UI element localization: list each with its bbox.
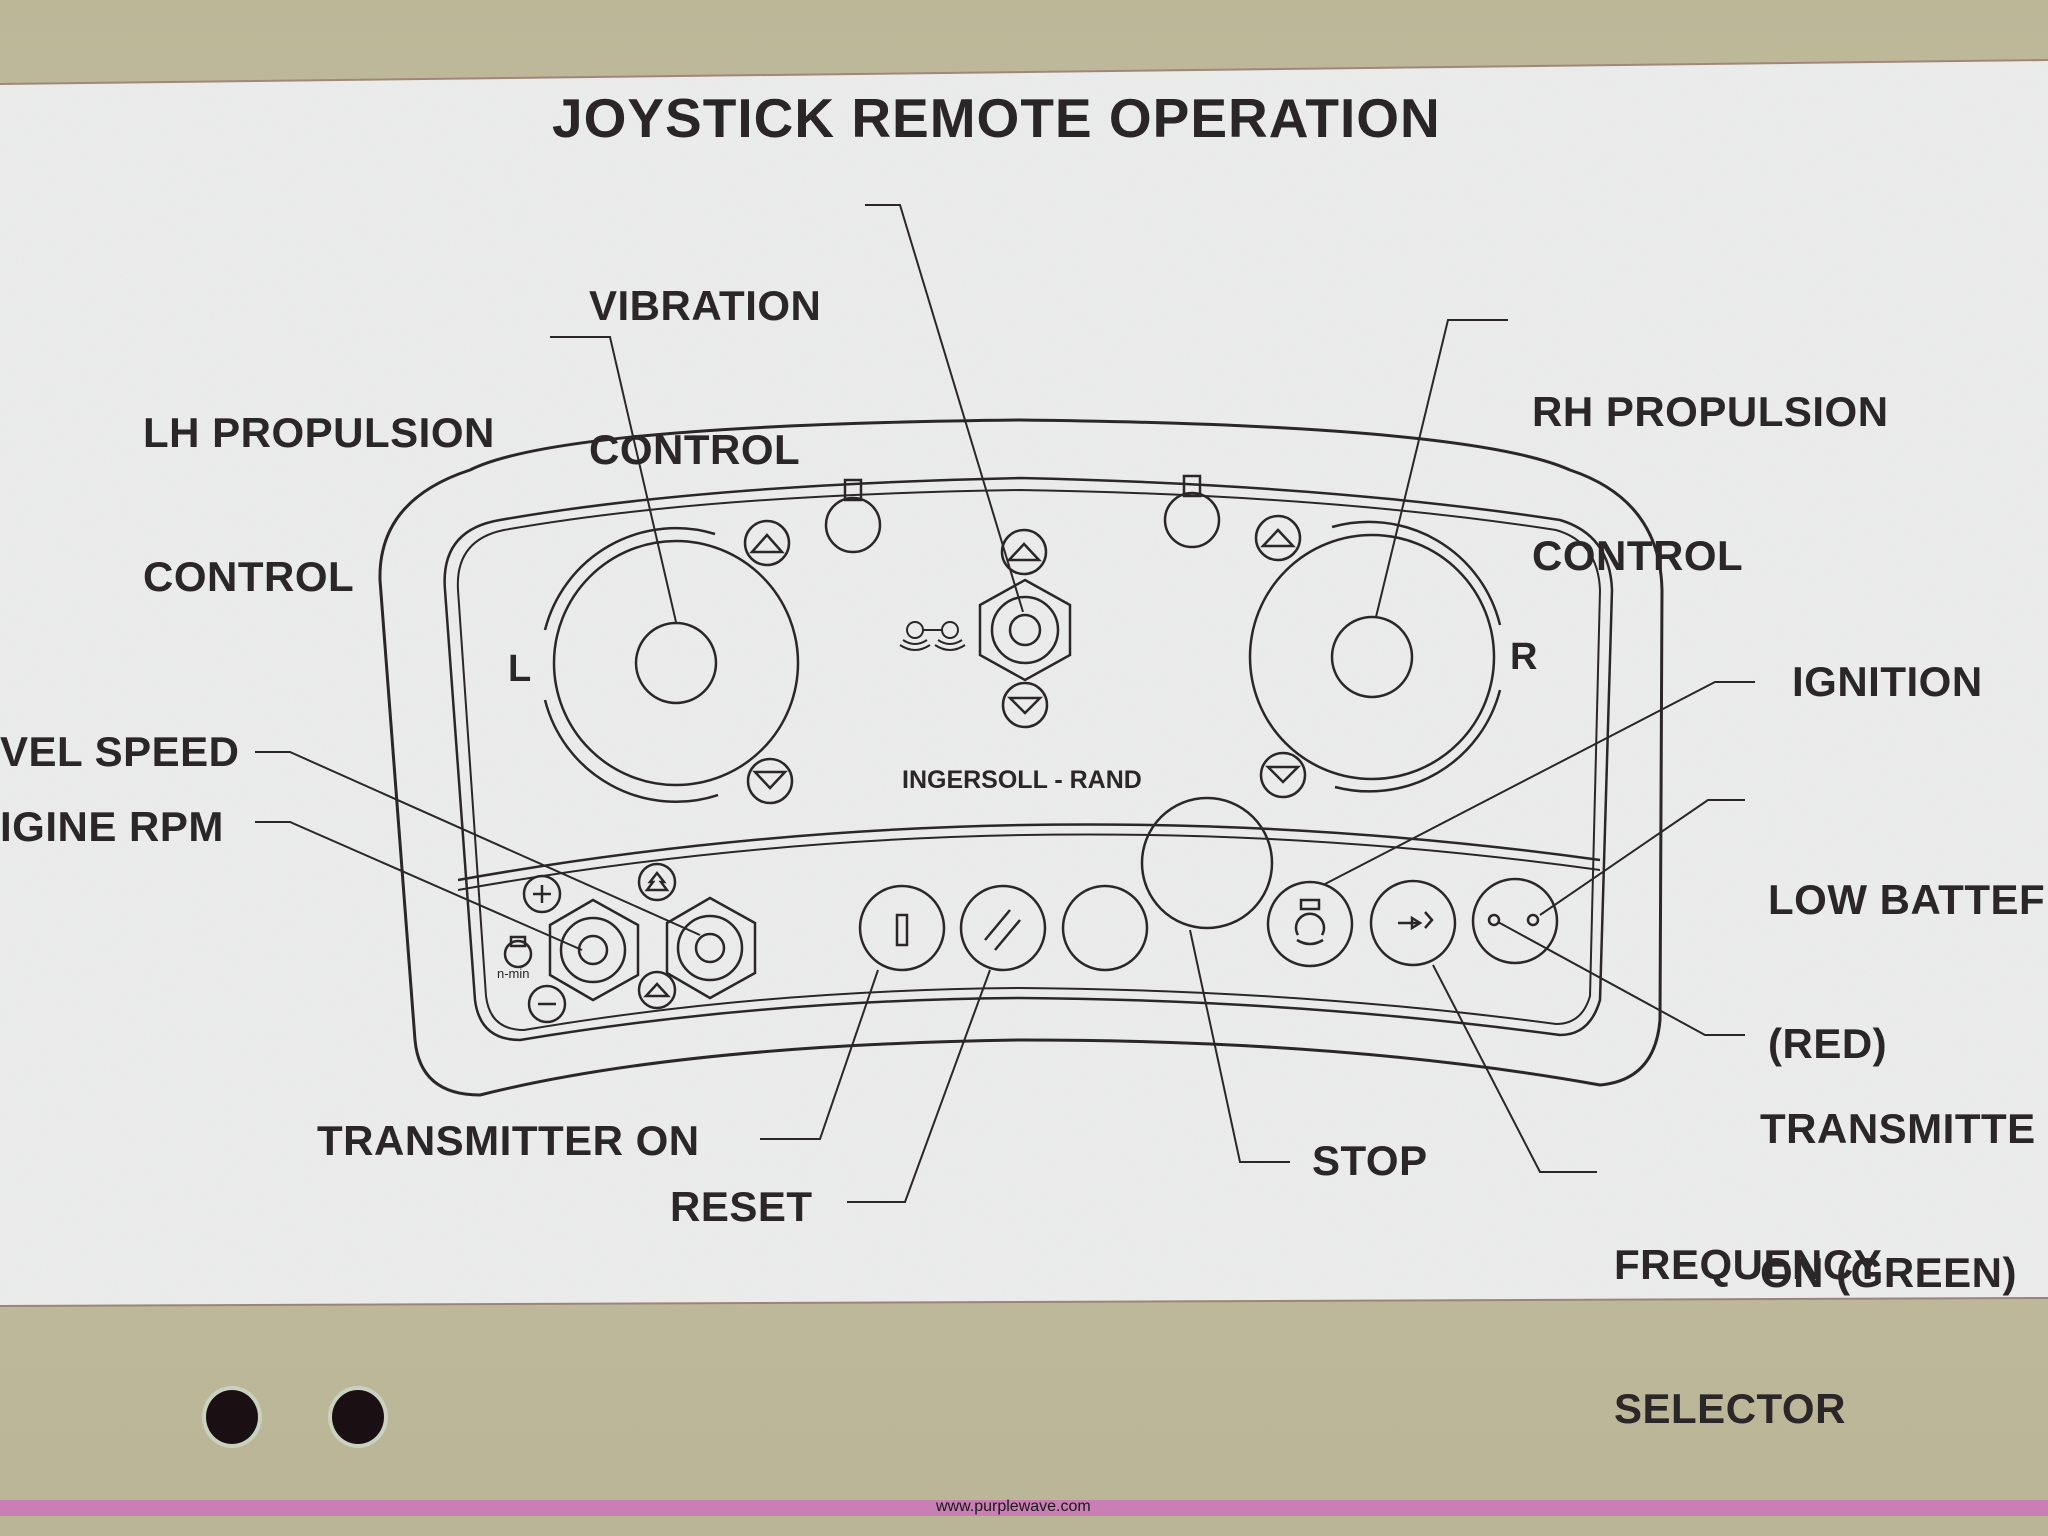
travel-speed-toggle-icon	[665, 896, 757, 1000]
lh-propulsion-label: LH PROPULSION CONTROL	[143, 313, 495, 697]
watermark-text: www.purplewave.com	[936, 1498, 1091, 1515]
leader-stop	[1189, 929, 1290, 1163]
frequency-line-2: SELECTOR	[1614, 1385, 1846, 1432]
watermark-bar	[0, 1500, 2048, 1516]
plus-icon	[522, 874, 562, 914]
travel-speed-label: VEL SPEED	[0, 728, 240, 775]
minus-icon	[527, 984, 567, 1024]
engine-rpm-toggle-icon	[548, 898, 640, 1002]
rh-propulsion-line-2: CONTROL	[1532, 532, 1744, 579]
frequency-selector-icon	[1369, 879, 1457, 967]
leader-travel-speed	[255, 751, 701, 936]
low-battery-line-1: LOW BATTEF	[1768, 876, 2046, 923]
left-side-marker: L	[508, 648, 532, 690]
remote-inner-panel	[443, 476, 1614, 1042]
arrow-up-icon	[1000, 528, 1048, 576]
engine-icon	[503, 935, 533, 969]
arrow-down-icon	[746, 757, 794, 805]
arrow-up-icon	[637, 970, 677, 1010]
lh-propulsion-line-2: CONTROL	[143, 553, 355, 600]
decal-bottom-edge	[0, 1297, 2048, 1307]
low-battery-line-2: (RED)	[1768, 1020, 1888, 1067]
vibration-symbol-icon	[899, 621, 966, 651]
leader-engine-rpm	[255, 821, 583, 951]
rh-propulsion-line-1: RH PROPULSION	[1532, 388, 1889, 435]
arrow-up-icon	[743, 519, 791, 567]
brand-label: INGERSOLL - RAND	[902, 766, 1142, 794]
mounting-hole	[206, 1390, 258, 1444]
joystick-left-icon	[543, 526, 800, 803]
frequency-line-1: FREQUENCY	[1614, 1241, 1883, 1288]
stop-button-icon	[1140, 796, 1274, 930]
remote-body-outline	[378, 418, 1664, 1097]
rh-propulsion-label: RH PROPULSION CONTROL	[1532, 292, 1889, 676]
arrow-down-icon	[1259, 751, 1307, 799]
leader-reset	[847, 969, 991, 1203]
arrow-down-icon	[1001, 681, 1049, 729]
decal-top-edge	[0, 59, 2048, 85]
rabbit-tree-icon	[637, 862, 677, 902]
remote-inner-panel-double	[456, 488, 1602, 1032]
vibration-toggle-icon	[978, 578, 1072, 682]
leader-transmitter-on	[760, 969, 879, 1140]
leader-frequency	[1432, 964, 1597, 1173]
panel-divider	[457, 823, 1601, 882]
transmitter-on-green-label: TRANSMITTE ON (GREEN)	[1760, 1009, 2036, 1393]
transmitter-on-label: TRANSMITTER ON	[317, 1117, 700, 1164]
right-side-marker: R	[1510, 636, 1538, 678]
joystick-right-icon	[1248, 520, 1502, 793]
leader-transmitter-green	[1497, 921, 1745, 1036]
engine-min-sublabel: n-min	[497, 966, 530, 981]
transmitter-green-line-2: ON (GREEN)	[1760, 1249, 2017, 1296]
transmitter-on-button-icon	[858, 884, 946, 972]
stop-label: STOP	[1312, 1137, 1428, 1184]
frequency-selector-label: FREQUENCY SELECTOR	[1614, 1145, 1882, 1529]
arrow-up-icon	[1254, 514, 1302, 562]
vibration-control-line-2: CONTROL	[589, 426, 801, 473]
key-slot-icon	[1163, 474, 1221, 549]
panel-divider-double	[457, 833, 1601, 891]
leader-lh-propulsion	[550, 336, 677, 623]
transmitter-green-line-1: TRANSMITTE	[1760, 1105, 2036, 1152]
reset-label: RESET	[670, 1183, 813, 1230]
ignition-label: IGNITION	[1792, 658, 1983, 705]
key-slot-icon	[824, 478, 882, 554]
blank-button-icon	[1061, 884, 1149, 972]
led-indicator-icon	[1471, 877, 1559, 965]
mounting-hole	[332, 1390, 384, 1444]
low-battery-label: LOW BATTEF (RED)	[1768, 780, 2045, 1164]
leader-rh-propulsion	[1375, 319, 1508, 618]
ignition-icon	[1266, 880, 1354, 968]
vibration-control-line-1: VIBRATION	[589, 282, 822, 329]
sign-title: JOYSTICK REMOTE OPERATION	[552, 87, 1441, 149]
leader-ignition	[1324, 681, 1755, 885]
vibration-control-label: VIBRATION CONTROL	[589, 186, 821, 570]
engine-rpm-label: IGINE RPM	[0, 803, 224, 850]
leader-vibration	[865, 204, 1024, 613]
leader-low-battery	[1539, 799, 1745, 916]
lh-propulsion-line-1: LH PROPULSION	[143, 409, 495, 456]
reset-button-icon	[959, 884, 1047, 972]
